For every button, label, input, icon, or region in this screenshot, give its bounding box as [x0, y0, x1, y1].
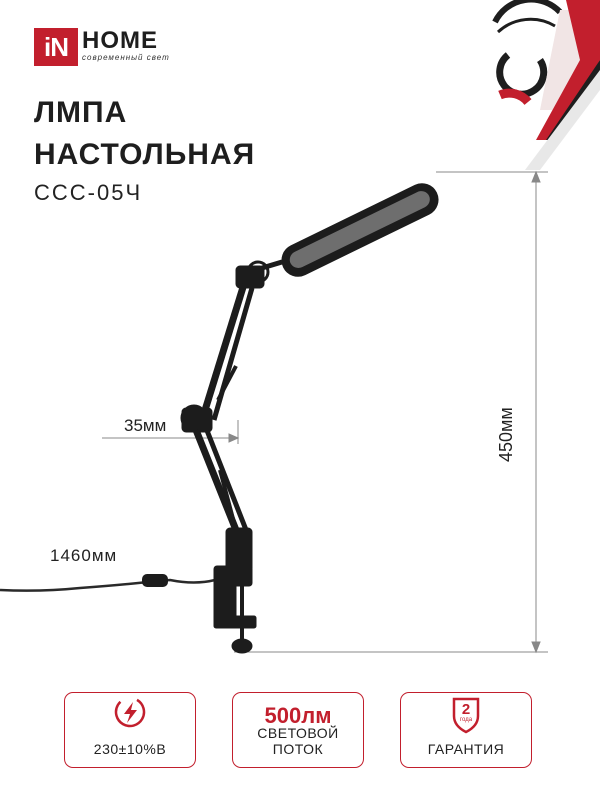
luminous-flux-value: 500лм	[264, 703, 332, 728]
height-dimension-label: 450мм	[496, 407, 516, 462]
logo-home-text: HOME	[82, 27, 158, 54]
lightning-icon	[114, 696, 146, 728]
warranty-years: 2	[461, 701, 471, 718]
warranty-label: ГАРАНТИЯ	[427, 741, 505, 757]
product-title-line1: ЛМПА	[34, 96, 128, 129]
power-cord	[0, 578, 216, 592]
logo-in-box: iN	[34, 28, 78, 66]
offset-dimension-label: 35мм	[124, 416, 167, 435]
logo-tagline: современный свет	[82, 53, 170, 62]
warranty-badge: 2 года ГАРАНТИЯ	[400, 692, 532, 768]
luminous-flux-badge: 500лм СВЕТОВОЙ ПОТОК	[232, 692, 364, 768]
luminous-flux-label: СВЕТОВОЙ ПОТОК	[257, 725, 339, 757]
product-title-line2: НАСТОЛЬНАЯ	[34, 138, 256, 171]
product-model: ССС-05Ч	[34, 180, 143, 205]
corner-decoration	[492, 0, 600, 170]
brand-logo: iN HOME современный свет	[34, 28, 170, 66]
voltage-badge: 230±10%В	[64, 692, 196, 768]
product-title: ЛМПА НАСТОЛЬНАЯ	[34, 92, 255, 176]
offset-dimension-line	[102, 420, 240, 444]
cord-length-label: 1460мм	[50, 546, 118, 565]
height-dimension-line	[234, 170, 548, 654]
shield-icon	[452, 697, 480, 734]
cord-switch	[142, 574, 168, 587]
voltage-label: 230±10%В	[93, 741, 167, 757]
warranty-years-unit: года	[459, 717, 473, 723]
lamp-drawing	[180, 183, 439, 654]
